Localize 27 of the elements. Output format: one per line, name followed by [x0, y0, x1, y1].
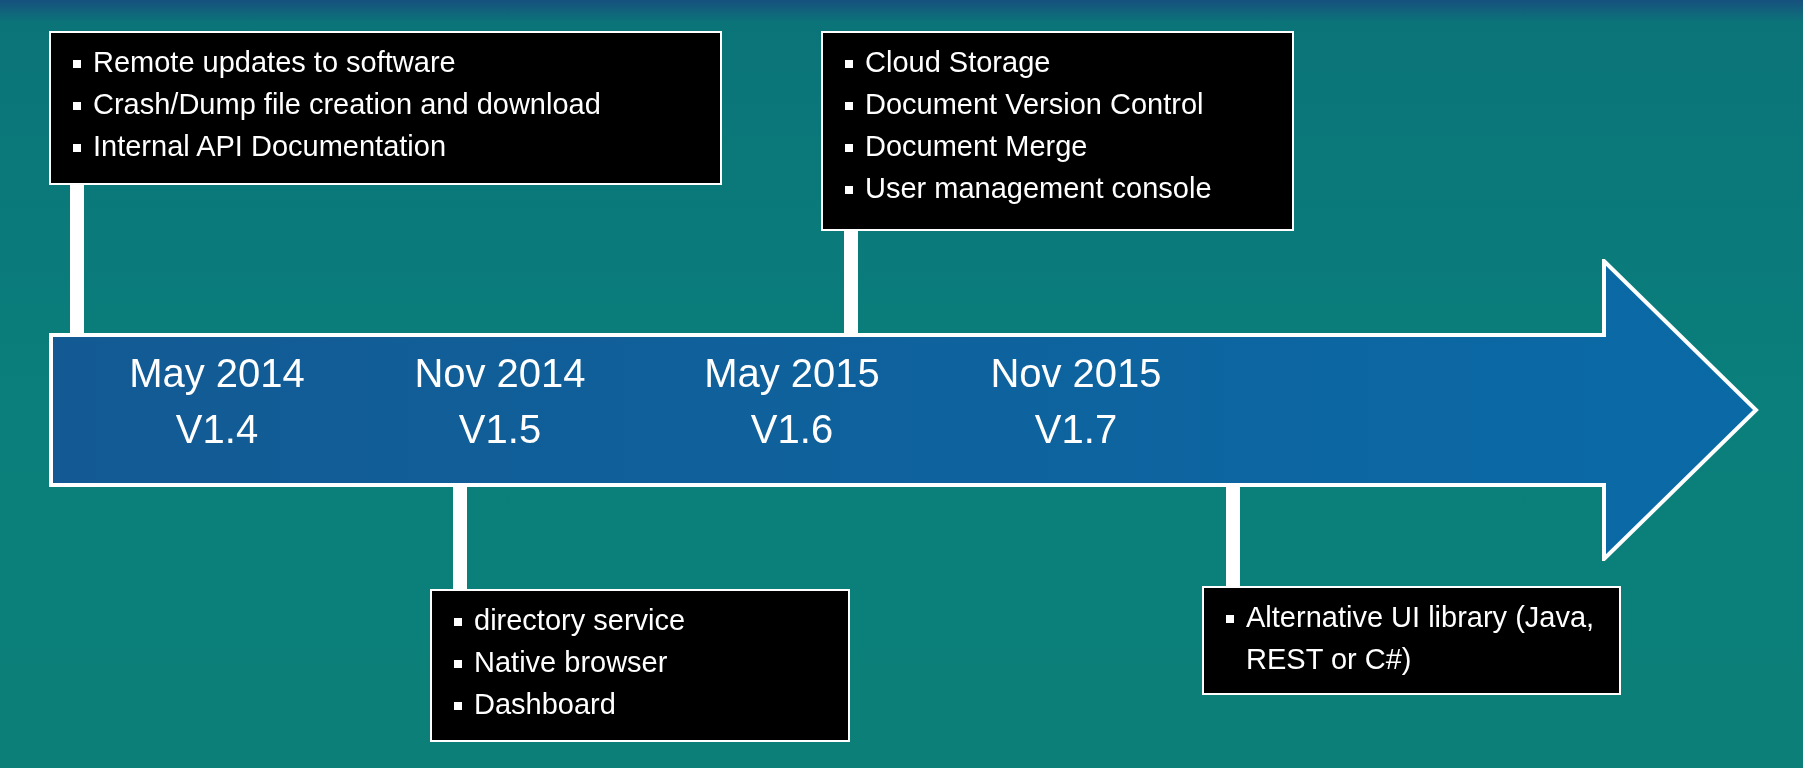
feature-text: Crash/Dump file creation and download — [93, 87, 601, 122]
version-label: V1.4 — [175, 406, 259, 453]
feature-text: Document Version Control — [865, 87, 1204, 122]
feature-list-box — [1202, 586, 1621, 695]
date-label: May 2014 — [129, 350, 305, 397]
feature-text: directory service — [474, 603, 686, 638]
connector-stem — [1226, 485, 1240, 586]
feature-text: Remote updates to software — [93, 45, 456, 80]
feature-text: Cloud Storage — [865, 45, 1051, 80]
connector-stem — [70, 185, 84, 335]
feature-text: Dashboard — [474, 687, 616, 722]
feature-text: Internal API Documentation — [93, 129, 447, 164]
feature-list-box — [821, 31, 1294, 231]
date-label: Nov 2014 — [414, 350, 586, 397]
feature-text: Alternative UI library (Java, REST or C#) — [1246, 600, 1596, 677]
date-label: Nov 2015 — [990, 350, 1162, 397]
date-label: May 2015 — [704, 350, 880, 397]
connector-stem — [453, 485, 467, 589]
feature-text: Native browser — [474, 645, 668, 680]
feature-list-box — [49, 31, 722, 185]
version-label: V1.5 — [458, 406, 542, 453]
feature-text: User management console — [865, 171, 1212, 206]
version-label: V1.7 — [1034, 406, 1118, 453]
feature-list-box — [430, 589, 850, 742]
connector-stem — [844, 231, 858, 335]
feature-text: Document Merge — [865, 129, 1088, 164]
version-label: V1.6 — [750, 406, 834, 453]
